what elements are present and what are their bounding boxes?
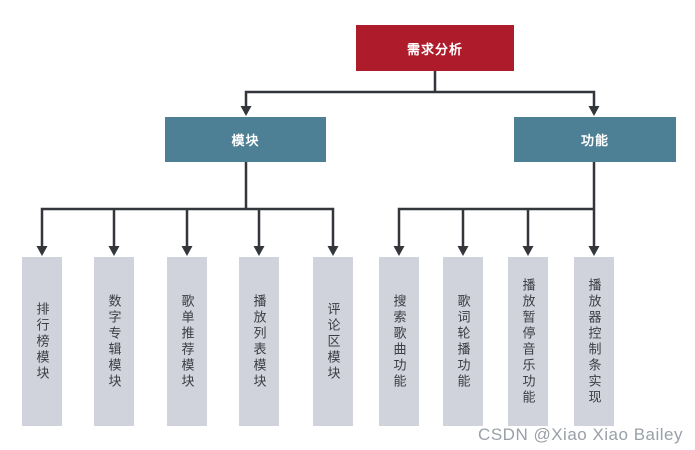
node-modules: 模块 bbox=[165, 117, 326, 162]
node-requirements-analysis: 需求分析 bbox=[356, 25, 514, 71]
node-play-list-module: 播放列表模块 bbox=[239, 257, 279, 426]
node-search-song-function: 搜索歌曲功能 bbox=[379, 257, 419, 426]
watermark: CSDN @Xiao Xiao Bailey bbox=[478, 425, 683, 444]
node-player-controlbar-function: 播放器控制条实现 bbox=[574, 257, 614, 426]
node-digital-album-module: 数字专辑模块 bbox=[94, 257, 134, 426]
node-comment-area-module: 评论区模块 bbox=[313, 257, 353, 426]
node-lyrics-carousel-function: 歌词轮播功能 bbox=[443, 257, 483, 426]
node-play-pause-function: 播放暂停音乐功能 bbox=[508, 257, 548, 426]
node-playlist-recommend-module: 歌单推荐模块 bbox=[167, 257, 207, 426]
node-ranking-module: 排行榜模块 bbox=[22, 257, 62, 426]
node-functions: 功能 bbox=[514, 117, 676, 162]
